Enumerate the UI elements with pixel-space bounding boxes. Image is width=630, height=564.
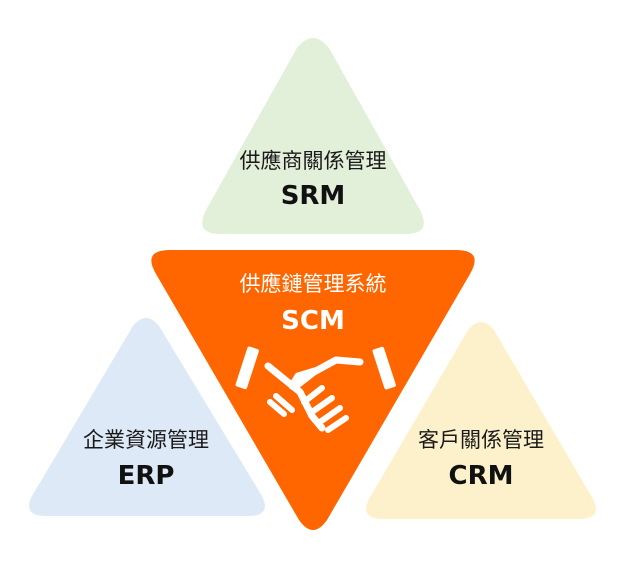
crm-title-cn: 客戶關係管理	[418, 428, 544, 452]
handshake-fingers	[301, 385, 349, 433]
erp-title-cn: 企業資源管理	[83, 428, 209, 452]
scm-segment: 供應鏈管理系統 SCM	[151, 250, 475, 530]
handshake-right-cuff	[372, 346, 396, 390]
srm-segment: 供應商關係管理 SRM	[202, 38, 424, 234]
srm-title-en: SRM	[281, 181, 346, 211]
handshake-left-cuff	[235, 346, 259, 390]
scm-title-en: SCM	[281, 306, 345, 336]
erp-title-en: ERP	[118, 461, 175, 491]
erp-triangle	[29, 318, 265, 516]
handshake-right-hand	[292, 356, 364, 390]
erp-segment: 企業資源管理 ERP	[29, 318, 265, 516]
crm-segment: 客戶關係管理 CRM	[366, 322, 596, 519]
handshake-icon	[235, 346, 396, 433]
crm-title-en: CRM	[449, 461, 514, 491]
scm-triangle	[151, 250, 475, 530]
srm-title-cn: 供應商關係管理	[240, 149, 387, 173]
srm-triangle	[202, 38, 424, 234]
handshake-fingertip	[267, 393, 295, 417]
crm-triangle	[366, 322, 596, 519]
handshake-thumb	[288, 366, 322, 390]
scm-title-cn: 供應鏈管理系統	[240, 272, 387, 296]
